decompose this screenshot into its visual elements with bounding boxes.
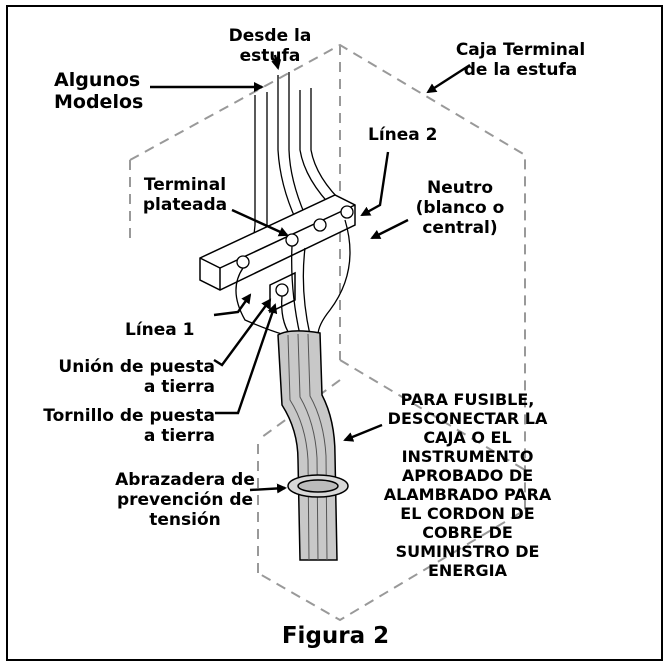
line-2-label: Línea 2 bbox=[368, 125, 438, 145]
silver-terminal-label: Terminal plateada bbox=[142, 175, 228, 215]
line-1-label: Línea 1 bbox=[125, 320, 195, 340]
supply-wires bbox=[235, 219, 351, 336]
strain-relief-label: Abrazadera de prevención de tensión bbox=[115, 470, 255, 530]
ground-joint-label: Unión de puesta a tierra bbox=[58, 357, 215, 397]
fuse-disconnect-note: PARA FUSIBLE, DESCONECTAR LA CAJA O EL I… bbox=[383, 390, 552, 580]
figure-frame bbox=[6, 5, 663, 661]
some-models-label: Algunos Modelos bbox=[54, 69, 144, 113]
neutral-label: Neutro (blanco o central) bbox=[415, 178, 505, 238]
power-cord bbox=[277, 330, 338, 561]
strain-relief-clamp bbox=[287, 474, 349, 498]
leader-arrows bbox=[150, 54, 471, 494]
from-range-label: Desde la estufa bbox=[228, 26, 312, 66]
range-terminal-box-label: Caja Terminal de la estufa bbox=[455, 40, 586, 80]
ground-screw-label: Tornillo de puesta a tierra bbox=[43, 406, 215, 446]
figure-caption: Figura 2 bbox=[281, 623, 390, 649]
